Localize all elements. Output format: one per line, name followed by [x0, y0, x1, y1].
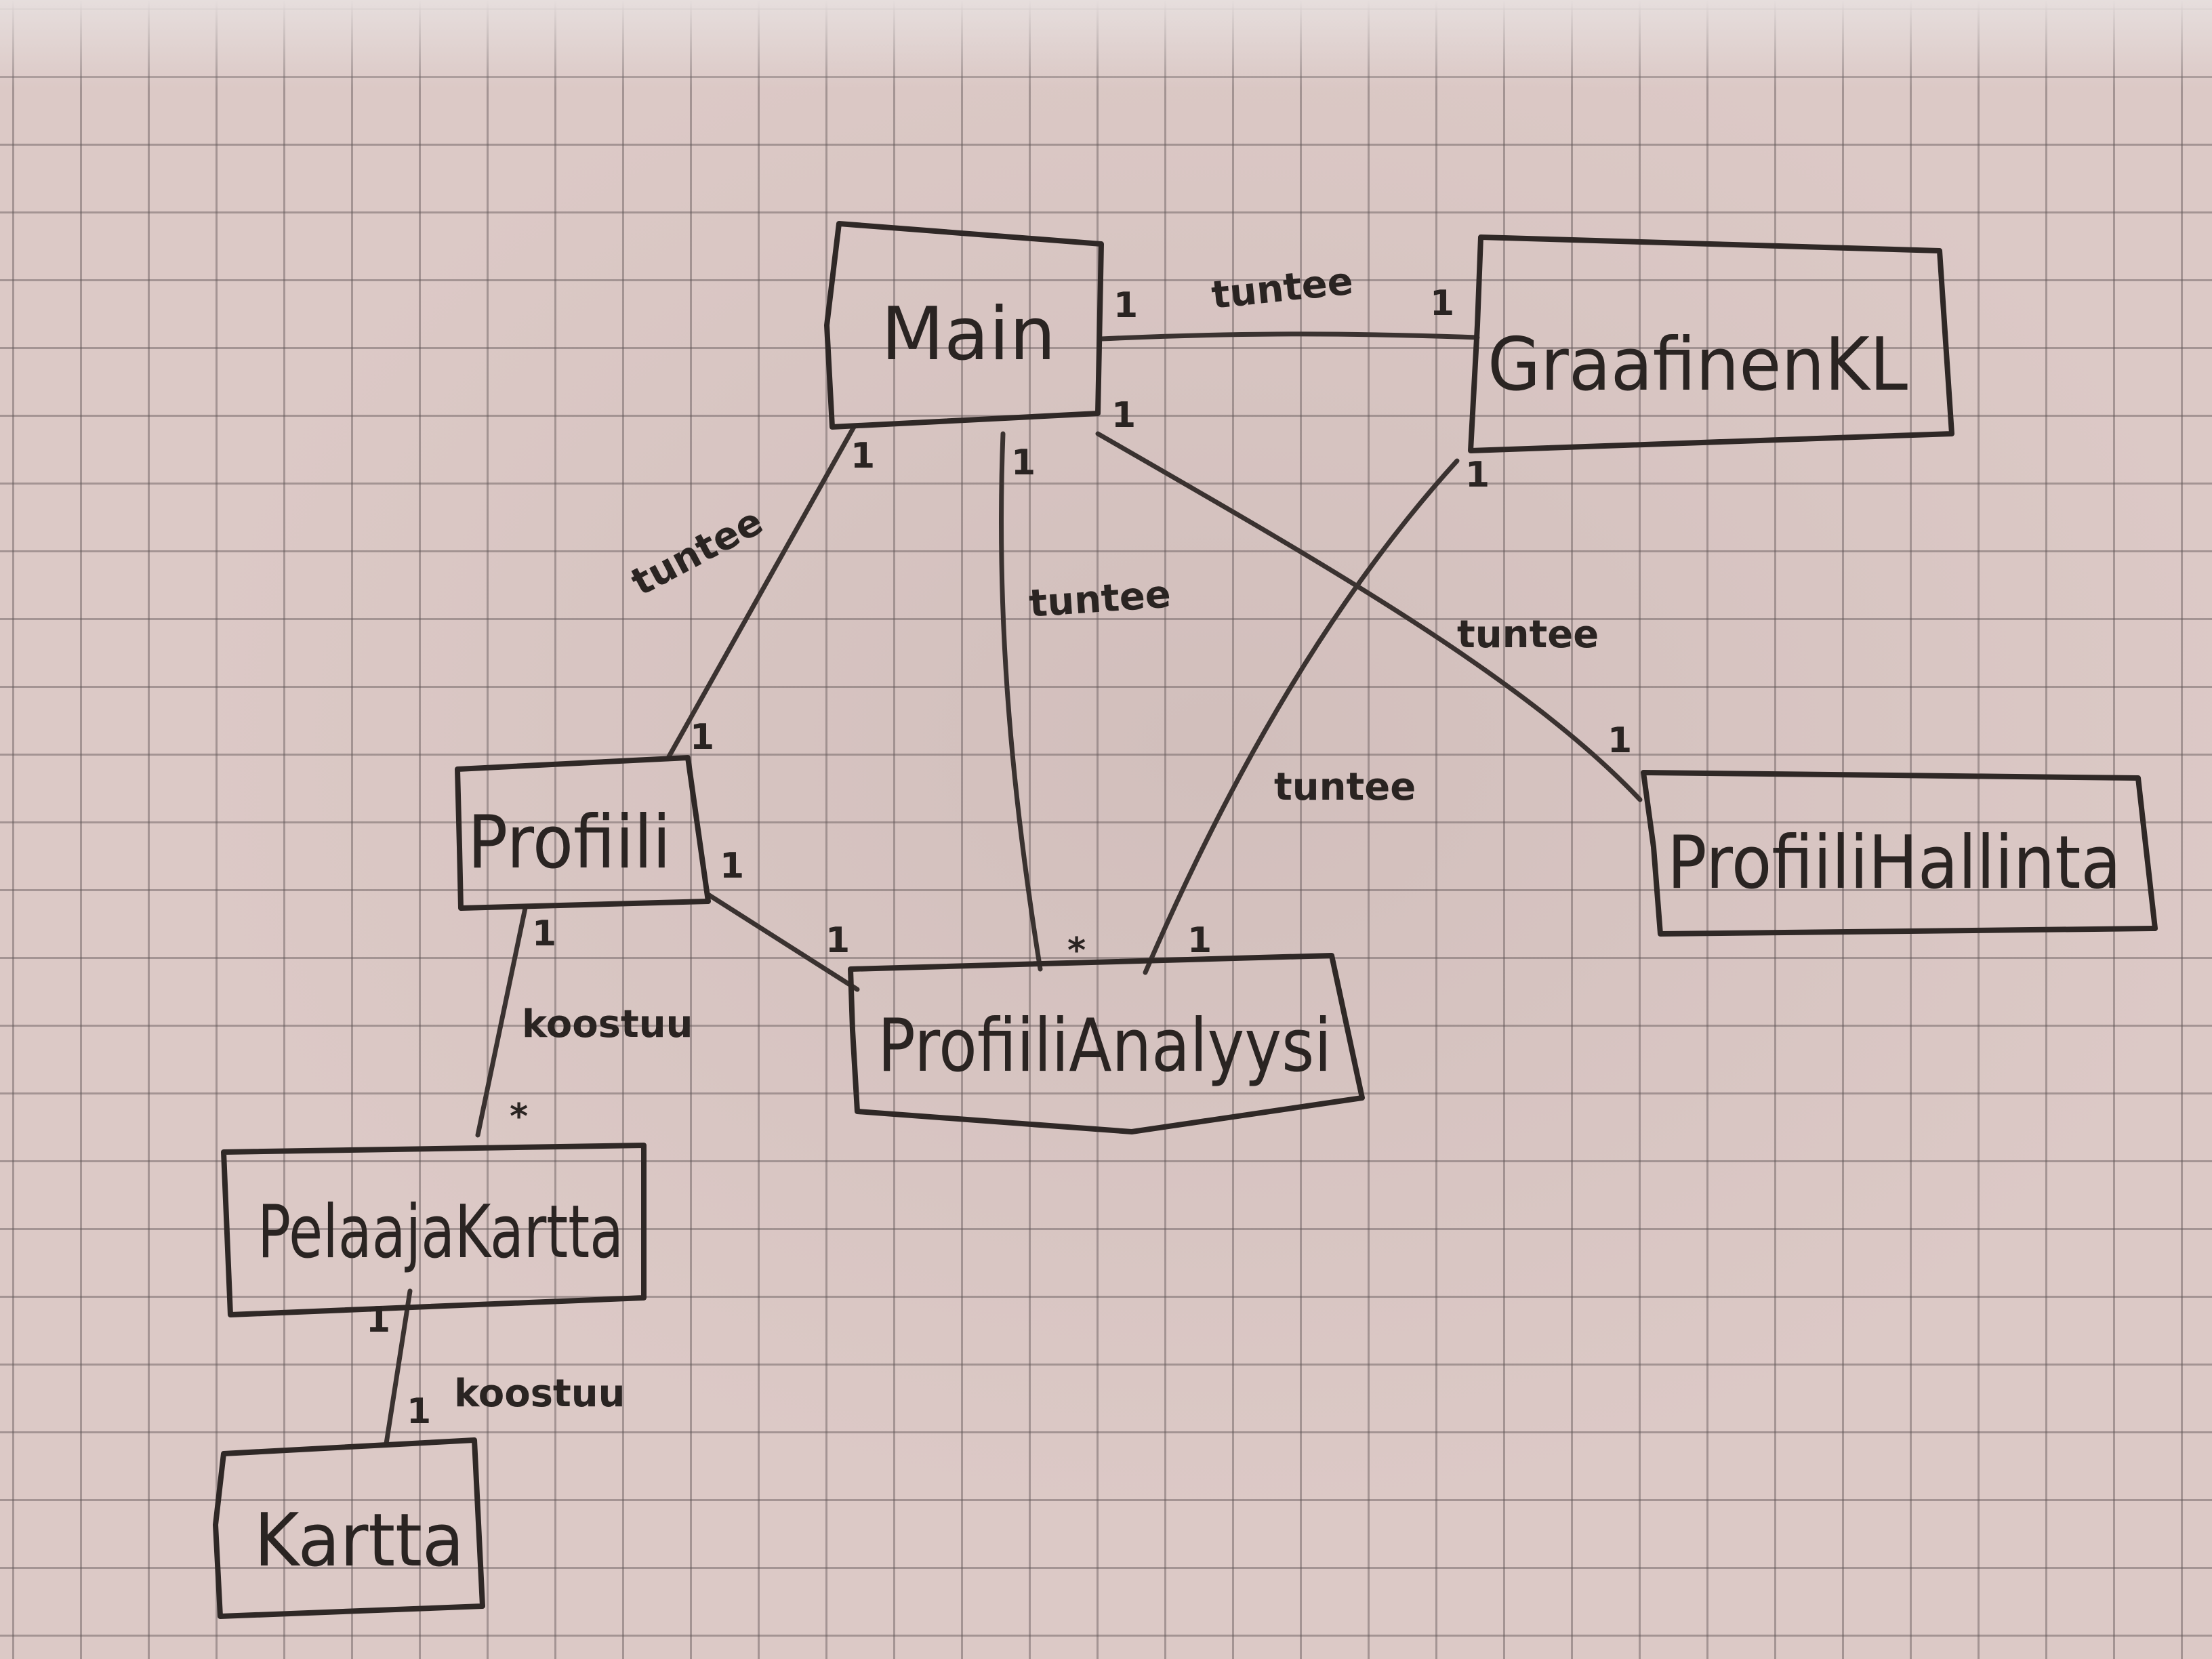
edge-graafinen-analyysi [1143, 458, 1460, 975]
mult-profiili-pelaajakartta-to: * [510, 1097, 528, 1137]
class-name-graafinen: GraafinenKL [1488, 323, 1908, 407]
multiplicities: 1 1 1 1 1 * 1 1 1 1 1 1 1 * 1 1 [366, 283, 1632, 1432]
class-box-profiilihallinta: ProfiiliHallinta [1641, 770, 2158, 937]
label-graafinen-analyysi: tuntee [1274, 765, 1416, 809]
edge-main-analyysi [998, 431, 1043, 972]
mult-graafinen-analyysi-to: 1 [1187, 920, 1212, 961]
edge-profiili-pelaajakartta [475, 905, 528, 1138]
label-main-analyysi: tuntee [1027, 573, 1172, 626]
class-name-main: Main [881, 292, 1056, 377]
mult-main-graafinen-from: 1 [1113, 285, 1138, 326]
mult-pelaajakartta-kartta-from: 1 [366, 1300, 390, 1340]
mult-main-analyysi-from: 1 [1011, 443, 1036, 483]
mult-pelaajakartta-kartta-to: 1 [407, 1391, 431, 1432]
class-box-kartta: Kartta [213, 1437, 485, 1619]
label-main-profiili: tuntee [624, 499, 770, 605]
mult-graafinen-analyysi-from: 1 [1465, 455, 1490, 495]
edge-main-graafinen [1099, 331, 1480, 342]
edge-profiili-analyysi [705, 892, 860, 992]
edge-main-profiili [665, 424, 857, 762]
mult-main-graafinen-to: 1 [1430, 283, 1454, 324]
class-box-pelaajakartta: PelaajaKartta [221, 1143, 647, 1317]
mult-main-hallinta-to: 1 [1607, 720, 1632, 761]
class-name-pelaajakartta: PelaajaKartta [258, 1190, 623, 1275]
mult-main-hallinta-from: 1 [1111, 395, 1136, 436]
class-box-profiili: Profiili [455, 755, 711, 911]
label-main-hallinta: tuntee [1457, 613, 1599, 657]
edge-main-hallinta [1095, 431, 1643, 802]
mult-main-profiili-from: 1 [851, 436, 875, 476]
class-name-profiilianalyysi: ProfiiliAnalyysi [878, 1004, 1332, 1088]
mult-main-analyysi-to: * [1067, 930, 1086, 971]
mult-profiili-analyysi-to: 1 [825, 920, 850, 961]
edge-pelaajakartta-kartta [384, 1288, 413, 1446]
class-box-profiilianalyysi: ProfiiliAnalyysi [848, 953, 1365, 1134]
mult-profiili-pelaajakartta-from: 1 [532, 914, 556, 954]
label-pelaajakartta-kartta: koostuu [454, 1372, 626, 1416]
class-box-main: Main [824, 221, 1104, 430]
paper-top-shadow [0, 0, 2212, 88]
class-name-kartta: Kartta [254, 1498, 464, 1583]
label-main-graafinen: tuntee [1210, 259, 1355, 318]
associations [384, 331, 1643, 1446]
mult-profiili-analyysi-from: 1 [720, 846, 744, 886]
class-name-profiili: Profiili [468, 800, 671, 885]
label-profiili-pelaajakartta: koostuu [522, 1002, 693, 1046]
class-name-profiilihallinta: ProfiiliHallinta [1667, 821, 2121, 905]
class-box-graafinen: GraafinenKL [1468, 234, 1954, 453]
mult-main-profiili-to: 1 [690, 717, 714, 758]
